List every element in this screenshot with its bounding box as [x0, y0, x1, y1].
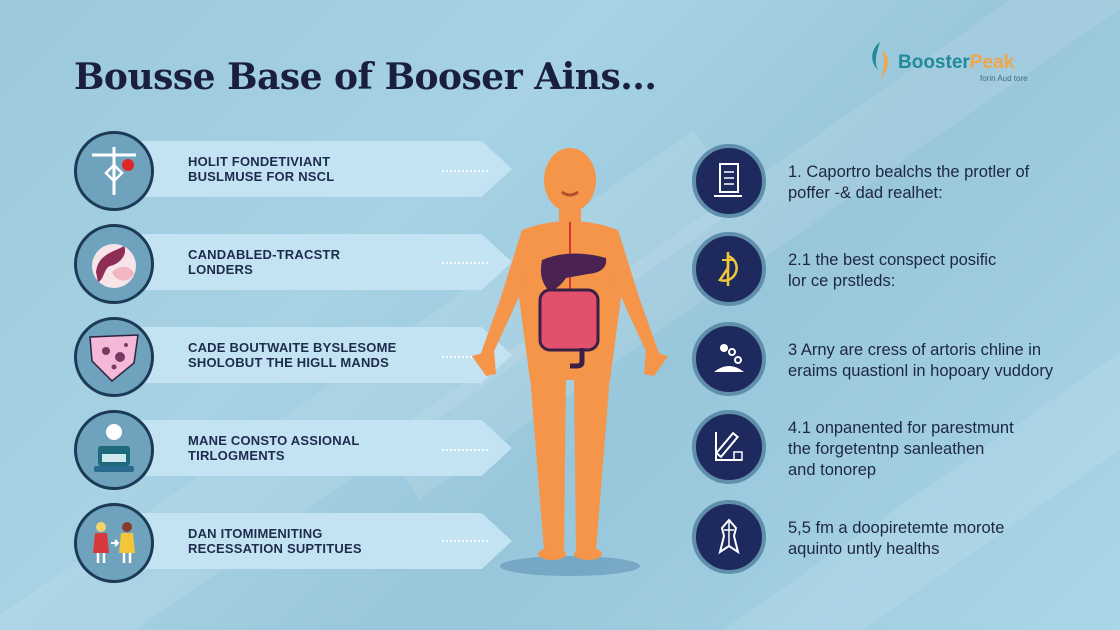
- right-item-text: 3 Arny are cress of artoris chline in er…: [788, 340, 1108, 382]
- spine-icon: [74, 131, 154, 211]
- right-item-line2: lor ce prstleds:: [788, 272, 896, 290]
- logo-name-part1: Booster: [898, 51, 970, 73]
- left-item-line2: LONDERS: [188, 262, 253, 277]
- left-item-5: DAN ITOMIMENITING RECESSATION SUPTITUES: [74, 503, 512, 583]
- right-item-text: 1. Caportro bealchs the protler of poffe…: [788, 162, 1108, 204]
- left-item-line1: HOLIT FONDETIVIANT: [188, 154, 331, 169]
- compass-icon: [692, 232, 766, 306]
- left-item-line1: MANE CONSTO ASSIONAL: [188, 433, 360, 448]
- left-item-text: CANDABLED-TRACSTR LONDERS: [188, 247, 340, 277]
- left-item-line2: BUSLMUSE FOR NSCL: [188, 169, 335, 184]
- right-item-line2: aquinto untly healths: [788, 540, 940, 558]
- bacteria-tissue-icon: [74, 317, 154, 397]
- left-item-line2: SHOLOBUT THE HIGLL MANDS: [188, 355, 389, 370]
- logo-tagline: forin Aud tore: [980, 74, 1028, 83]
- banner: [134, 141, 512, 197]
- right-item-text: 4.1 onpanented for parestmunt the forget…: [788, 418, 1108, 481]
- left-item-text: HOLIT FONDETIVIANT BUSLMUSE FOR NSCL: [188, 154, 334, 184]
- left-item-text: CADE BOUTWAITE BYSLESOME SHOLOBUT THE HI…: [188, 340, 396, 370]
- left-item-line1: DAN ITOMIMENITING: [188, 526, 323, 541]
- stomach-icon: [74, 224, 154, 304]
- organ-tree-icon: [692, 500, 766, 574]
- connector-dots: [442, 449, 488, 451]
- right-item-line1: 2.1 the best conspect posific: [788, 251, 997, 269]
- left-item-line2: TIRLOGMENTS: [188, 448, 285, 463]
- document-icon: [692, 144, 766, 218]
- logo-flame-icon: [866, 40, 896, 84]
- left-item-line1: CADE BOUTWAITE BYSLESOME: [188, 340, 397, 355]
- left-item-4: MANE CONSTO ASSIONAL TIRLOGMENTS: [74, 410, 512, 490]
- left-item-line1: CANDABLED-TRACSTR: [188, 247, 341, 262]
- left-item-3: CADE BOUTWAITE BYSLESOME SHOLOBUT THE HI…: [74, 317, 512, 397]
- connector-dots: [442, 540, 488, 542]
- right-item-line2: the forgetentnp sanleathen: [788, 440, 985, 458]
- right-item-line1: 3 Arny are cress of artoris chline in: [788, 341, 1042, 359]
- right-item-line2: poffer -& dad realhet:: [788, 184, 943, 202]
- device-idea-icon: [74, 410, 154, 490]
- connector-dots: [442, 356, 488, 358]
- page-title: Bousse Base of Booser Ains...: [74, 56, 657, 98]
- left-item-2: CANDABLED-TRACSTR LONDERS: [74, 224, 512, 304]
- molecules-icon: [692, 322, 766, 396]
- human-body-illustration: [460, 140, 680, 580]
- right-item-line3: and tonorep: [788, 461, 877, 479]
- right-item-line1: 5,5 fm a doopiretemte morote: [788, 519, 1005, 537]
- right-item-line1: 1. Caportro bealchs the protler of: [788, 163, 1030, 181]
- right-item-line1: 4.1 onpanented for parestmunt: [788, 419, 1014, 437]
- banner: [134, 327, 512, 383]
- left-item-text: MANE CONSTO ASSIONAL TIRLOGMENTS: [188, 433, 360, 463]
- connector-dots: [442, 170, 488, 172]
- left-item-1: HOLIT FONDETIVIANT BUSLMUSE FOR NSCL: [74, 131, 512, 211]
- logo-name-part2: Peak: [969, 51, 1015, 73]
- banner: [134, 420, 512, 476]
- people-exchange-icon: [74, 503, 154, 583]
- left-item-line2: RECESSATION SUPTITUES: [188, 541, 362, 556]
- right-item-text: 2.1 the best conspect posific lor ce prs…: [788, 250, 1108, 292]
- right-item-line2: eraims quastionl in hopoary vuddory: [788, 362, 1054, 380]
- right-item-text: 5,5 fm a doopiretemte morote aquinto unt…: [788, 518, 1108, 560]
- brand-logo: BoosterPeak: [866, 40, 1014, 84]
- logo-wordmark: BoosterPeak: [898, 53, 1014, 72]
- left-item-text: DAN ITOMIMENITING RECESSATION SUPTITUES: [188, 526, 362, 556]
- connector-dots: [442, 262, 488, 264]
- test-strip-icon: [692, 410, 766, 484]
